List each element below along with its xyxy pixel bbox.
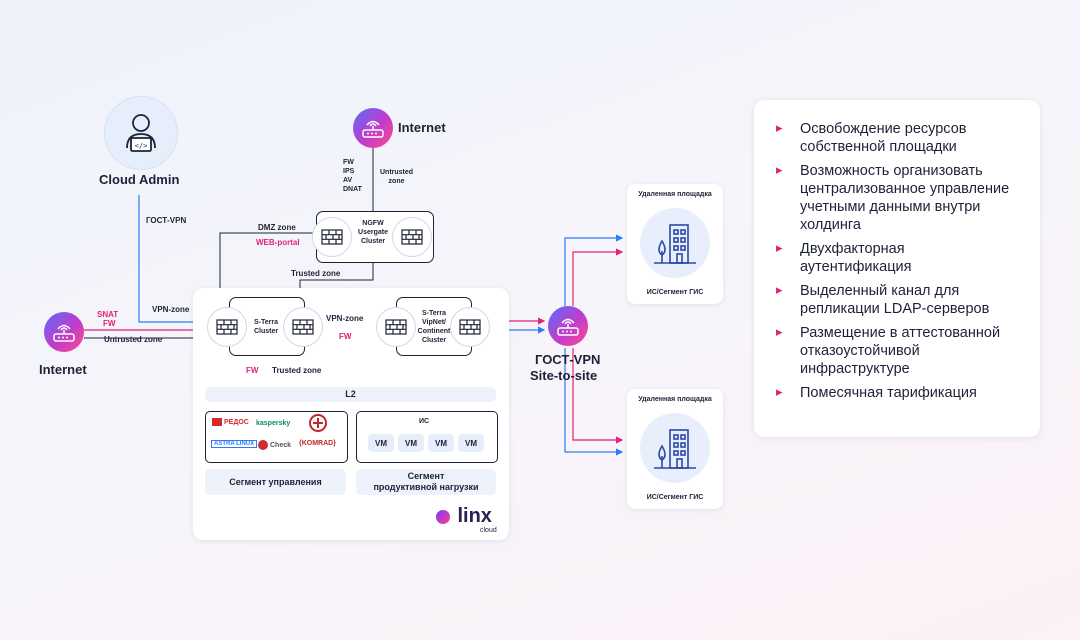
check-mark-icon bbox=[258, 440, 268, 450]
ngfw-cluster-name: NGFW Usergate Cluster bbox=[358, 220, 388, 245]
benefit-item: Освобождение ресурсов собственной площад… bbox=[776, 119, 1016, 156]
router-icon bbox=[362, 120, 384, 138]
remote-site-title: Удаленная площадка bbox=[638, 396, 712, 403]
sterra-firewall-right bbox=[283, 307, 323, 347]
benefit-item: Выделенный канал для репликации LDAP-сер… bbox=[776, 281, 1016, 318]
check-logo: Check bbox=[258, 440, 291, 450]
kaspersky-logo: kaspersky bbox=[256, 420, 291, 427]
remote-site-title: Удаленная площадка bbox=[638, 191, 712, 198]
linx-brand-sub: cloud bbox=[480, 527, 497, 534]
benefit-item: Размещение в аттестованной отказоустойчи… bbox=[776, 323, 1016, 378]
sterra-firewall-left bbox=[207, 307, 247, 347]
trusted-zone-top-label: Trusted zone bbox=[291, 269, 341, 278]
gost-vpn-label: ГОСТ-VPN bbox=[146, 216, 187, 225]
benefits-panel: Освобождение ресурсов собственной площад… bbox=[754, 100, 1040, 437]
firewall-icon bbox=[385, 319, 407, 335]
ngfw-services: FW IPS AV DNAT bbox=[343, 158, 362, 194]
building-icon bbox=[654, 429, 696, 469]
gost-vpn-router bbox=[548, 306, 588, 346]
service-dnat: DNAT bbox=[343, 186, 362, 193]
redos-logo: РЕДОС bbox=[212, 418, 249, 426]
web-portal-label: WEB-portal bbox=[256, 238, 300, 247]
vipnet-firewall-left bbox=[376, 307, 416, 347]
fw-mid-label: FW bbox=[339, 332, 352, 341]
user-laptop-icon: </> bbox=[126, 114, 156, 152]
internet-left-router bbox=[44, 312, 84, 352]
benefit-item: Возможность организовать централизованно… bbox=[776, 161, 1016, 234]
vipnet-firewall-right bbox=[450, 307, 490, 347]
firewall-icon bbox=[292, 319, 314, 335]
untrusted-zone-left-label: Untrusted zone bbox=[104, 335, 163, 344]
l2-bar: L2 bbox=[205, 387, 496, 402]
svg-text:</>: </> bbox=[135, 142, 148, 150]
segment-production: Сегмент продуктивной нагрузки bbox=[356, 469, 496, 495]
internet-top-router bbox=[353, 108, 393, 148]
service-fw: FW bbox=[343, 159, 354, 166]
vpn-zone-mid-label: VPN-zone bbox=[326, 314, 364, 323]
vipnet-cluster-name: S-Terra VipNet/ Continent Cluster bbox=[417, 310, 451, 344]
vm-3: VM bbox=[428, 434, 454, 452]
remote-site-caption: ИС/Сегмент ГИС bbox=[646, 494, 704, 501]
router-icon bbox=[557, 318, 579, 336]
snat-label: SNAT bbox=[97, 310, 119, 319]
segment-management: Сегмент управления bbox=[205, 469, 346, 495]
internet-left-label: Internet bbox=[39, 362, 87, 377]
internet-top-label: Internet bbox=[398, 120, 446, 135]
building-icon bbox=[654, 224, 696, 264]
fw-left-label: FW bbox=[103, 319, 116, 328]
remote-site-caption: ИС/Сегмент ГИС bbox=[646, 289, 704, 296]
fw-bottom-label: FW bbox=[246, 366, 259, 375]
komrad-emblem-icon bbox=[309, 414, 327, 432]
building-icon-wrap bbox=[640, 413, 710, 483]
benefits-list: Освобождение ресурсов собственной площад… bbox=[776, 119, 1016, 408]
astra-logo: ASTRA LINUX bbox=[211, 440, 258, 448]
firewall-icon bbox=[401, 229, 423, 245]
redos-mark-icon bbox=[212, 418, 222, 426]
benefit-item: Двухфакторная аутентификация bbox=[776, 239, 1016, 276]
service-ips: IPS bbox=[343, 168, 355, 175]
cloud-admin-avatar: </> bbox=[104, 96, 178, 170]
komrad-logo: {KOMRAD} bbox=[299, 440, 336, 447]
service-av: AV bbox=[343, 177, 353, 184]
trusted-zone-bottom-label: Trusted zone bbox=[272, 366, 322, 375]
dmz-zone-label: DMZ zone bbox=[258, 223, 296, 232]
vpn-zone-left-label: VPN-zone bbox=[152, 305, 190, 314]
ngfw-firewall-right bbox=[392, 217, 432, 257]
ngfw-firewall-left bbox=[312, 217, 352, 257]
vm-1: VM bbox=[368, 434, 394, 452]
linx-brand: linx bbox=[436, 505, 492, 528]
cloud-admin-label: Cloud Admin bbox=[99, 172, 180, 187]
vm-4: VM bbox=[458, 434, 484, 452]
is-label: ИС bbox=[419, 418, 430, 425]
gost-vpn-site-label: ГОСТ-VPN bbox=[535, 352, 601, 367]
remote-site-2: Удаленная площадка ИС/Сегмент ГИС bbox=[627, 389, 723, 509]
firewall-icon bbox=[459, 319, 481, 335]
benefit-item: Помесячная тарификация bbox=[776, 383, 1016, 402]
building-icon-wrap bbox=[640, 208, 710, 278]
site-to-site-label: Site-to-site bbox=[530, 368, 598, 383]
sterra-cluster-name: S-Terra Cluster bbox=[253, 319, 279, 335]
firewall-icon bbox=[216, 319, 238, 335]
untrusted-zone-top: Untrusted zone bbox=[380, 169, 414, 185]
linx-logo-icon bbox=[436, 509, 450, 524]
vm-2: VM bbox=[398, 434, 424, 452]
remote-site-1: Удаленная площадка ИС/Сегмент ГИС bbox=[627, 184, 723, 304]
firewall-icon bbox=[321, 229, 343, 245]
router-icon bbox=[53, 324, 75, 342]
